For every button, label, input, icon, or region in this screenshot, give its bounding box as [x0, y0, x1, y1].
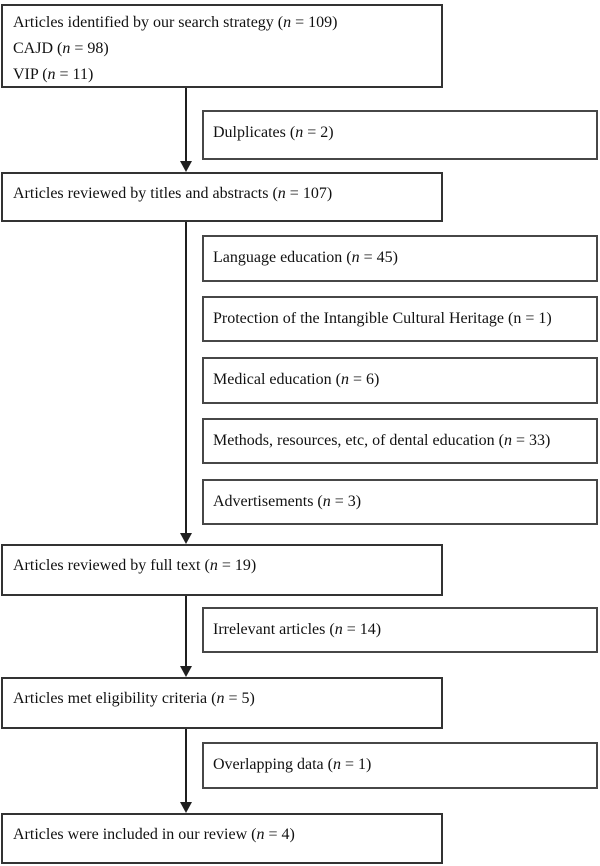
box-label: VIP (n = 11)	[13, 66, 94, 83]
box-advertisements: Advertisements (n = 3)	[202, 479, 598, 525]
box-label: Protection of the Intangible Cultural He…	[213, 310, 552, 327]
arrow-titles-to-fulltext	[180, 222, 192, 544]
box-eligibility-criteria: Articles met eligibility criteria (n = 5…	[1, 677, 443, 729]
box-full-text: Articles reviewed by full text (n = 19)	[1, 544, 443, 596]
box-irrelevant-articles: Irrelevant articles (n = 14)	[202, 607, 598, 653]
box-label: Articles reviewed by full text (n = 19)	[13, 557, 257, 574]
box-label: Articles met eligibility criteria (n = 5…	[13, 690, 255, 707]
box-articles-identified: Articles identified by our search strate…	[1, 4, 443, 88]
box-label: Medical education (n = 6)	[213, 371, 380, 388]
box-medical-education: Medical education (n = 6)	[202, 357, 598, 404]
box-label: Overlapping data (n = 1)	[213, 756, 372, 773]
box-dental-education-methods: Methods, resources, etc, of dental educa…	[202, 418, 598, 464]
box-language-education: Language education (n = 45)	[202, 235, 598, 282]
box-label: Methods, resources, etc, of dental educa…	[213, 432, 551, 449]
box-label: Articles reviewed by titles and abstract…	[13, 185, 333, 202]
box-titles-abstracts: Articles reviewed by titles and abstract…	[1, 172, 443, 222]
box-intangible-heritage: Protection of the Intangible Cultural He…	[202, 296, 598, 342]
box-duplicates: Dulplicates (n = 2)	[202, 110, 598, 160]
box-included-review: Articles were included in our review (n …	[1, 813, 443, 864]
box-label: Dulplicates (n = 2)	[213, 124, 334, 141]
box-label: Articles were included in our review (n …	[13, 826, 295, 843]
box-label: Irrelevant articles (n = 14)	[213, 621, 382, 638]
box-label: CAJD (n = 98)	[13, 40, 109, 57]
box-label: Advertisements (n = 3)	[213, 493, 362, 510]
arrow-fulltext-to-eligibility	[180, 596, 192, 677]
arrow-identified-to-titles	[180, 88, 192, 172]
box-label: Articles identified by our search strate…	[13, 14, 338, 31]
arrow-eligibility-to-included	[180, 729, 192, 813]
box-label: Language education (n = 45)	[213, 249, 398, 266]
box-overlapping-data: Overlapping data (n = 1)	[202, 742, 598, 789]
